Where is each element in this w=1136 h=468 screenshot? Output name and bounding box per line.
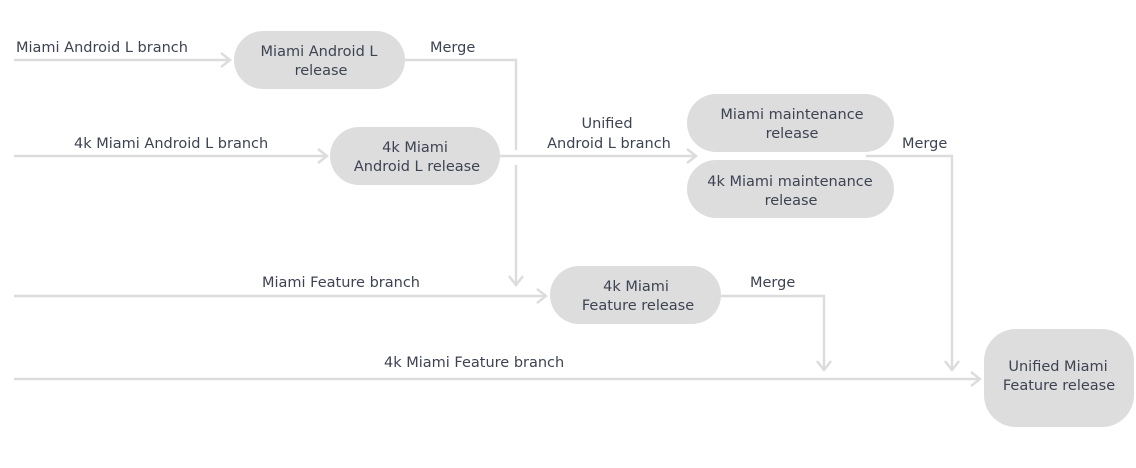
label-miami-android-l-branch: Miami Android L branch <box>16 40 188 56</box>
label-miami-feature-branch: Miami Feature branch <box>262 275 420 291</box>
arrowhead-merge-feature <box>816 360 832 372</box>
connectors <box>14 52 982 387</box>
label-merge-right: Merge <box>902 136 947 152</box>
arrowhead-merge-right <box>944 360 960 372</box>
node-miami-android-l-release-line1: Miami Android L <box>261 44 378 60</box>
node-4k-miami-feature-release-line2: Feature release <box>582 298 694 314</box>
arrowhead-4k-miami-feature-release <box>536 288 548 304</box>
arrowhead-unified-down <box>508 275 524 287</box>
label-merge-feature: Merge <box>750 275 795 291</box>
node-unified-miami-feature-release-line2: Feature release <box>1003 378 1115 394</box>
label-4k-miami-android-l-branch: 4k Miami Android L branch <box>74 136 268 152</box>
node-4k-miami-android-l-release-line2: Android L release <box>354 159 480 175</box>
node-4k-miami-android-l-release-line1: 4k Miami <box>382 140 448 156</box>
node-4k-miami-maintenance-release: 4k Miami maintenance release <box>687 160 894 218</box>
arrowhead-miami-android-l-release <box>220 52 232 68</box>
node-4k-miami-maintenance-release-line1: 4k Miami maintenance <box>707 174 872 190</box>
edge-merge-right <box>866 154 954 370</box>
node-miami-maintenance-release: Miami maintenance release <box>687 94 894 152</box>
node-unified-miami-feature-release-line1: Unified Miami <box>1008 359 1107 375</box>
node-miami-maintenance-release-line1: Miami maintenance <box>720 107 863 123</box>
edge-labels: Miami Android L branch 4k Miami Android … <box>16 40 947 371</box>
node-miami-android-l-release: Miami Android L release <box>234 31 405 89</box>
label-4k-miami-feature-branch: 4k Miami Feature branch <box>384 355 564 371</box>
node-miami-android-l-release-line2: release <box>295 63 348 79</box>
arrowhead-unified-miami-feature-release <box>970 371 982 387</box>
label-merge-top: Merge <box>430 40 475 56</box>
node-4k-miami-feature-release: 4k Miami Feature release <box>550 266 721 324</box>
node-unified-miami-feature-release: Unified Miami Feature release <box>984 329 1134 427</box>
node-4k-miami-feature-release-line1: 4k Miami <box>603 279 669 295</box>
arrowhead-4k-miami-android-l-release <box>317 148 329 164</box>
label-unified: Unified <box>581 116 632 132</box>
arrowhead-unified-android-l-branch <box>686 148 698 164</box>
edge-merge-feature <box>721 294 826 370</box>
node-miami-maintenance-release-line2: release <box>766 126 819 142</box>
label-android-l-branch: Android L branch <box>547 136 671 152</box>
edge-merge-top <box>405 58 518 150</box>
node-4k-miami-android-l-release: 4k Miami Android L release <box>330 127 500 185</box>
node-4k-miami-maintenance-release-line2: release <box>765 193 818 209</box>
